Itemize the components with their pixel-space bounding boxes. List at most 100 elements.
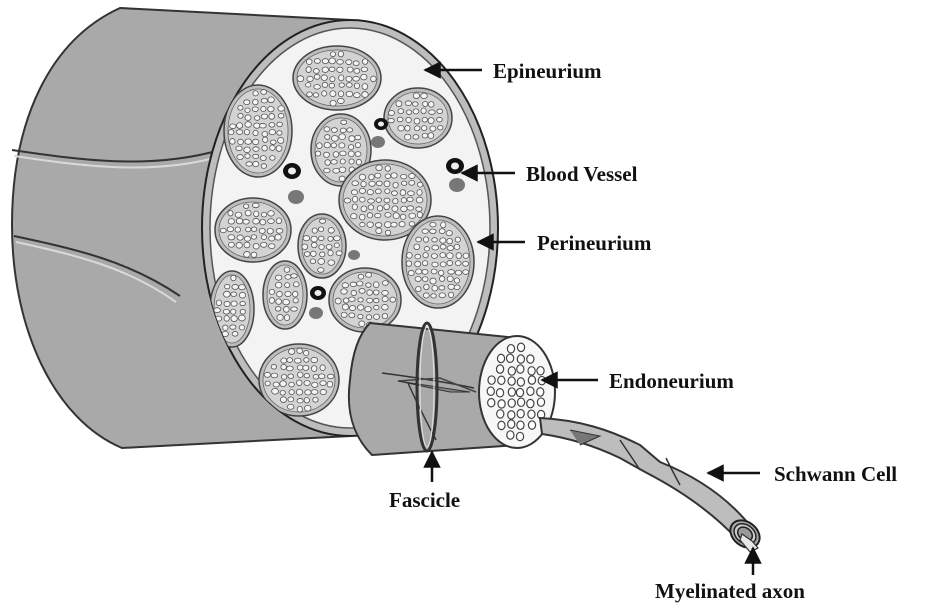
- axon-dot: [409, 173, 415, 178]
- axon-dot: [429, 229, 436, 233]
- axon-dot: [437, 117, 443, 122]
- axon-dot: [382, 296, 388, 301]
- axon-dot: [340, 159, 345, 164]
- axon-dot: [313, 69, 319, 74]
- axon-dot: [273, 382, 279, 387]
- axon-dot: [354, 93, 361, 98]
- axon-dot: [408, 191, 415, 196]
- axon-dot: [325, 160, 331, 166]
- axon-dot: [409, 180, 415, 185]
- axon-dot: [289, 349, 295, 355]
- axon-dot: [441, 222, 446, 228]
- label-myelinated-axon: Myelinated axon: [655, 579, 805, 603]
- axon-dot: [440, 262, 446, 267]
- axon-dot: [376, 181, 382, 186]
- axon-dot: [390, 297, 396, 302]
- axon-dot: [318, 258, 325, 264]
- axon-dot: [349, 313, 355, 318]
- axon-dot: [276, 228, 283, 233]
- axon-dot: [408, 270, 414, 275]
- axon-dot: [318, 227, 323, 232]
- axon-dot: [423, 253, 428, 258]
- endoneurium-axon: [528, 421, 535, 429]
- axon-dot: [375, 223, 381, 228]
- axon-dot: [327, 374, 334, 378]
- endoneurium-axon: [527, 355, 534, 363]
- axon-dot: [230, 124, 236, 129]
- axon-dot: [384, 222, 391, 228]
- axon-dot: [271, 373, 278, 378]
- endoneurium-axon: [508, 420, 515, 428]
- axon-dot: [422, 269, 428, 274]
- axon-dot: [223, 291, 230, 297]
- axon-dot: [261, 90, 267, 95]
- axon-dot: [366, 283, 371, 288]
- axon-dot: [352, 196, 357, 202]
- axon-dot: [398, 109, 404, 114]
- axon-dot: [270, 145, 276, 150]
- axon-dot: [264, 372, 270, 377]
- axon-dot: [439, 293, 445, 298]
- axon-dot: [331, 160, 337, 165]
- axon-dot: [259, 228, 265, 233]
- endoneurium-axon: [517, 409, 524, 417]
- axon-dot: [281, 358, 287, 363]
- axon-dot: [267, 228, 273, 234]
- axon-dot: [350, 282, 357, 287]
- axon-dot: [261, 242, 267, 247]
- axon-dot: [384, 181, 390, 187]
- axon-dot: [456, 253, 461, 259]
- axon-dot: [280, 397, 286, 403]
- axon-dot: [351, 213, 357, 218]
- axon-dot: [259, 123, 266, 128]
- axon-dot: [303, 350, 308, 355]
- axon-dot: [416, 197, 423, 203]
- axon-dot: [275, 282, 281, 288]
- axon-dot: [347, 67, 353, 72]
- axon-dot: [285, 291, 291, 296]
- axon-dot: [382, 290, 389, 295]
- axon-dot: [362, 92, 368, 98]
- axon-dot: [277, 122, 283, 127]
- axon-dot: [271, 364, 276, 369]
- axon-dot: [375, 213, 381, 217]
- axon-dot: [236, 218, 242, 224]
- axon-dot: [302, 244, 308, 250]
- axon-dot: [362, 84, 368, 90]
- axon-dot: [224, 316, 229, 322]
- axon-dot: [341, 289, 347, 294]
- axon-dot: [281, 375, 286, 380]
- axon-dot: [253, 139, 259, 145]
- axon-dot: [432, 245, 439, 250]
- axon-dot: [348, 145, 353, 150]
- axon-dot: [304, 405, 311, 411]
- axon-dot: [340, 151, 346, 156]
- endoneurium-axon: [537, 367, 544, 375]
- axon-dot: [385, 230, 390, 235]
- endoneurium-axon: [517, 378, 524, 386]
- axon-dot: [355, 143, 360, 148]
- axon-dot: [311, 236, 317, 242]
- axon-dot: [236, 130, 242, 135]
- axon-dot: [230, 325, 236, 329]
- axon-dot: [275, 275, 281, 280]
- axon-dot: [354, 83, 359, 89]
- axon-dot: [358, 314, 363, 319]
- axon-dot: [314, 74, 320, 79]
- axon-dot: [431, 269, 437, 274]
- axon-dot: [331, 128, 337, 133]
- axon-dot: [413, 109, 419, 114]
- axon-dot: [352, 181, 359, 186]
- axon-dot: [238, 113, 243, 118]
- axon-dot: [340, 128, 346, 133]
- axon-dot: [341, 312, 347, 317]
- axon-dot: [374, 314, 380, 319]
- axon-dot: [358, 298, 363, 302]
- axon-dot: [359, 188, 365, 193]
- axon-dot: [319, 219, 325, 223]
- axon-dot: [463, 253, 469, 258]
- axon-dot: [322, 91, 327, 96]
- axon-dot: [384, 204, 390, 210]
- axon-dot: [397, 117, 403, 122]
- axon-dot: [432, 285, 438, 291]
